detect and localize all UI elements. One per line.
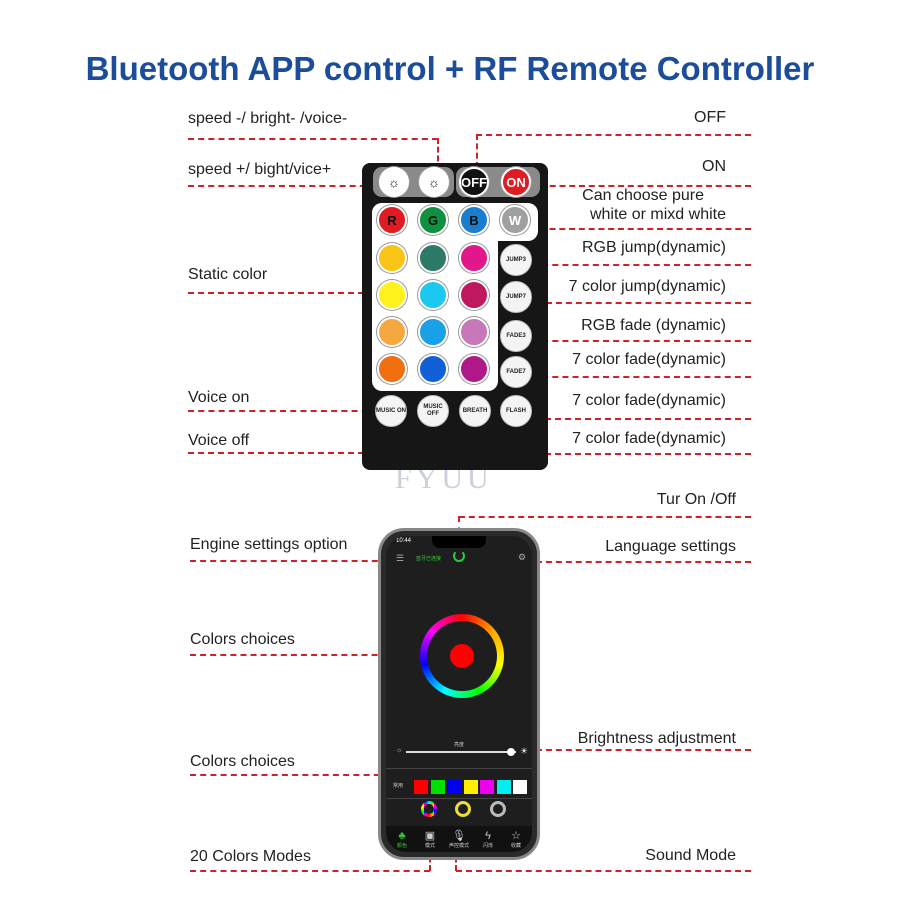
mode-rainbow-icon[interactable]: [421, 801, 437, 817]
selected-color: [450, 644, 474, 668]
connection-status: 蓝牙已连接: [416, 556, 442, 562]
app-screen: 10:44 ☰ 蓝牙已连接 ⚙ 亮度 ☼ ☀ 常用 ♣颜色 ▣模式 🎙声控模式 …: [386, 536, 532, 852]
music-off-button[interactable]: MUSIC OFF: [417, 395, 449, 427]
brightness-up-icon: ☼: [428, 174, 440, 190]
color-swatch[interactable]: [447, 780, 461, 794]
mode-tab-icon: ▣: [424, 830, 436, 842]
label-brightness: Brightness adjustment: [577, 730, 736, 747]
music-on-button[interactable]: MUSIC ON: [375, 395, 407, 427]
gear-icon[interactable]: ⚙: [518, 552, 527, 562]
tab-favorite[interactable]: ☆收藏: [503, 830, 529, 849]
label-7-jump: 7 color jump(dynamic): [568, 278, 726, 295]
label-rgb-jump: RGB jump(dynamic): [581, 239, 726, 256]
label-static-color: Static color: [188, 266, 268, 283]
static-color-button[interactable]: [418, 280, 448, 310]
star-icon: ☆: [511, 830, 521, 842]
static-color-button[interactable]: [459, 317, 489, 347]
label-colors-wheel: Colors choices: [190, 631, 295, 648]
label-colors-swatches: Colors choices: [190, 753, 295, 770]
label-white-1: Can choose pure: [582, 187, 704, 204]
label-color-modes: 20 Colors Modes: [190, 848, 311, 865]
engine-settings-icon[interactable]: ☰: [396, 553, 405, 563]
color-swatch[interactable]: [414, 780, 428, 794]
green-button[interactable]: G: [418, 205, 448, 235]
sun-large-icon: ☀: [520, 746, 529, 756]
color-swatch[interactable]: [463, 780, 478, 794]
static-color-button[interactable]: [459, 280, 489, 310]
brightness-slider[interactable]: [406, 748, 516, 756]
label-voice-off: Voice off: [188, 432, 250, 449]
brightness-label: 亮度: [453, 742, 464, 748]
tab-sound-mode[interactable]: 🎙声控模式: [446, 830, 472, 849]
color-swatch[interactable]: [496, 780, 511, 794]
static-color-button[interactable]: [459, 354, 489, 384]
label-turn-on-off: Tur On /Off: [656, 491, 736, 508]
rf-remote: ☼ ☼ OFF ON R G B W JUMP3 JUMP7 FADE3 FAD…: [362, 163, 548, 470]
label-voice-on: Voice on: [188, 389, 250, 406]
brightness-up-button[interactable]: ☼: [419, 167, 449, 197]
label-speed-up: speed +/ bight/vice+: [188, 161, 332, 178]
label-speed-down: speed -/ bright- /voice-: [188, 110, 348, 127]
color-swatch[interactable]: [430, 780, 445, 794]
label-off: OFF: [694, 109, 726, 126]
tab-color[interactable]: ♣颜色: [389, 830, 415, 849]
red-button[interactable]: R: [377, 205, 407, 235]
clock: 10:44: [396, 538, 412, 544]
label-rgb-fade: RGB fade (dynamic): [581, 317, 726, 334]
mode-white-icon[interactable]: [490, 801, 506, 817]
off-button[interactable]: OFF: [459, 167, 489, 197]
static-color-button[interactable]: [418, 354, 448, 384]
phone: 10:44 ☰ 蓝牙已连接 ⚙ 亮度 ☼ ☀ 常用 ♣颜色 ▣模式 🎙声控模式 …: [378, 528, 540, 860]
flash-button[interactable]: FLASH: [500, 395, 532, 427]
static-color-button[interactable]: [377, 317, 407, 347]
common-label: 常用: [393, 783, 404, 789]
label-language: Language settings: [605, 538, 736, 555]
static-color-button[interactable]: [418, 243, 448, 273]
brightness-down-button[interactable]: ☼: [379, 167, 409, 197]
static-color-button[interactable]: [377, 280, 407, 310]
label-sound-mode: Sound Mode: [645, 847, 736, 864]
power-icon[interactable]: [453, 550, 465, 562]
color-swatch[interactable]: [480, 780, 494, 794]
color-wheel[interactable]: [420, 614, 504, 698]
static-color-button[interactable]: [418, 317, 448, 347]
on-button[interactable]: ON: [501, 167, 531, 197]
label-breath: 7 color fade(dynamic): [572, 430, 726, 447]
jump7-button[interactable]: JUMP7: [500, 281, 532, 313]
slider-knob[interactable]: [506, 748, 515, 756]
page-title: Bluetooth APP control + RF Remote Contro…: [85, 50, 815, 87]
mode-yellow-icon[interactable]: [455, 801, 471, 817]
tab-mode[interactable]: ▣模式: [417, 830, 443, 849]
lightning-icon: ϟ: [485, 830, 491, 842]
label-7-fade: 7 color fade(dynamic): [572, 351, 726, 368]
label-white-2: white or mixd white: [589, 206, 726, 223]
label-on: ON: [702, 158, 726, 175]
color-tab-icon: ♣: [398, 830, 406, 842]
static-color-button[interactable]: [377, 243, 407, 273]
color-swatch[interactable]: [513, 780, 527, 794]
static-color-button[interactable]: [459, 243, 489, 273]
blue-button[interactable]: B: [459, 205, 489, 235]
white-button[interactable]: W: [500, 205, 530, 235]
fade7-button[interactable]: FADE7: [500, 356, 532, 388]
brightness-down-icon: ☼: [388, 174, 400, 190]
mic-icon: 🎙: [452, 830, 466, 842]
label-engine-settings: Engine settings option: [190, 536, 348, 553]
label-flash: 7 color fade(dynamic): [572, 392, 726, 409]
breath-button[interactable]: BREATH: [459, 395, 491, 427]
fade3-button[interactable]: FADE3: [500, 320, 532, 352]
sun-small-icon: ☼: [396, 747, 403, 754]
jump3-button[interactable]: JUMP3: [500, 244, 532, 276]
static-color-button[interactable]: [377, 354, 407, 384]
